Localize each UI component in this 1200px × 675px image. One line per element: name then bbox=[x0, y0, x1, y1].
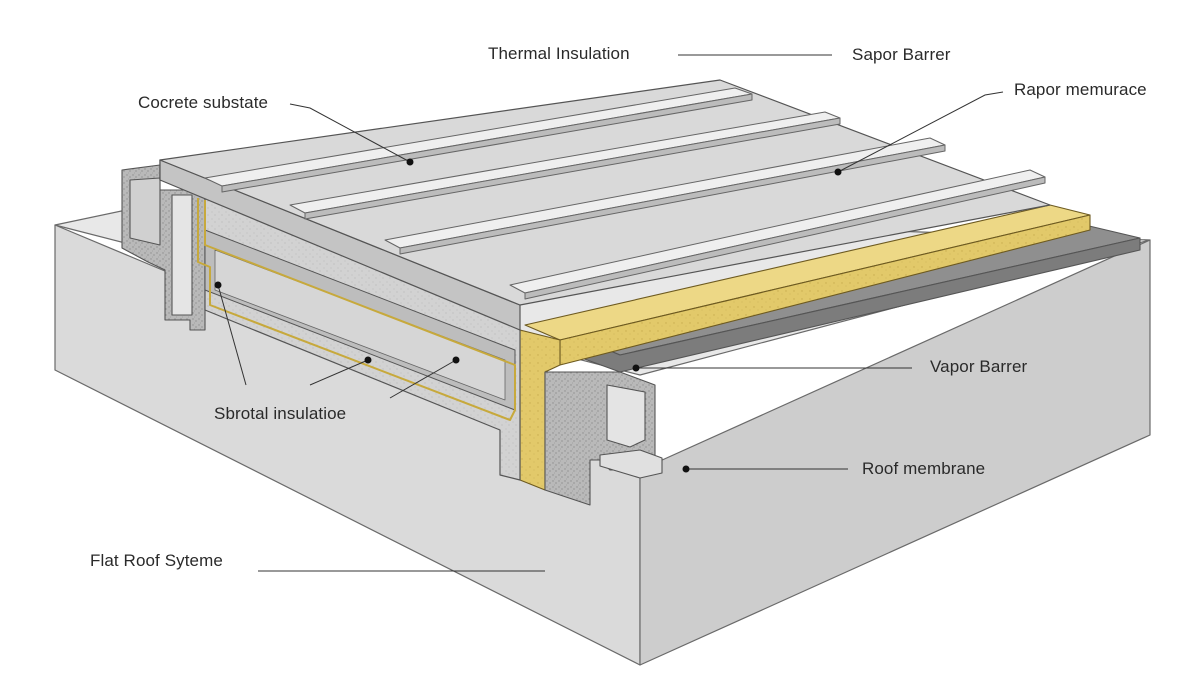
left-profile bbox=[121, 164, 206, 331]
leader-rapor bbox=[837, 91, 1004, 173]
base-slab-right-face bbox=[639, 239, 1151, 666]
dot-vapor bbox=[632, 364, 640, 372]
leader-struct-c bbox=[389, 359, 457, 399]
leader-struct-a bbox=[217, 284, 247, 386]
rib-2-side bbox=[304, 117, 841, 220]
label-structural-insulation: Sbrotal insulatioe bbox=[214, 404, 347, 423]
rib-4-side bbox=[524, 176, 1046, 300]
dot-rapor bbox=[834, 168, 842, 176]
leader-lines bbox=[217, 54, 1004, 572]
dot-struct-c bbox=[452, 356, 460, 364]
left-profile-channel bbox=[171, 194, 193, 316]
dot-struct-a bbox=[214, 281, 222, 289]
left-profile-face bbox=[129, 177, 161, 246]
label-sapor-barrer: Sapor Barrer bbox=[852, 45, 951, 64]
right-profile-ledge bbox=[599, 449, 663, 479]
top-ribs bbox=[204, 87, 1046, 300]
leader-struct-b bbox=[309, 359, 369, 386]
label-vapor-barrer: Vapor Barrer bbox=[930, 357, 1028, 376]
leader-dots bbox=[214, 158, 842, 473]
label-flat-roof-system: Flat Roof Syteme bbox=[90, 551, 223, 570]
label-roof-membrane: Roof membrane bbox=[862, 459, 986, 478]
cavity-yellow-outline bbox=[197, 198, 516, 421]
rib-1-side bbox=[221, 93, 753, 193]
dot-struct-b bbox=[364, 356, 372, 364]
main-slab-top bbox=[159, 79, 1051, 306]
insulation-layer bbox=[519, 204, 1091, 491]
right-profile bbox=[544, 371, 663, 506]
label-thermal-insulation: Thermal Insulation bbox=[488, 44, 630, 63]
leader-concrete bbox=[289, 103, 411, 163]
label-rapor-membrane: Rapor memurace bbox=[1014, 80, 1147, 99]
dot-concrete bbox=[406, 158, 414, 166]
dot-roof bbox=[682, 465, 690, 473]
rib-3-side bbox=[399, 144, 946, 255]
right-profile-inner bbox=[606, 384, 646, 448]
label-concrete-substrate: Cocrete substate bbox=[138, 93, 269, 112]
cavity bbox=[197, 198, 516, 421]
